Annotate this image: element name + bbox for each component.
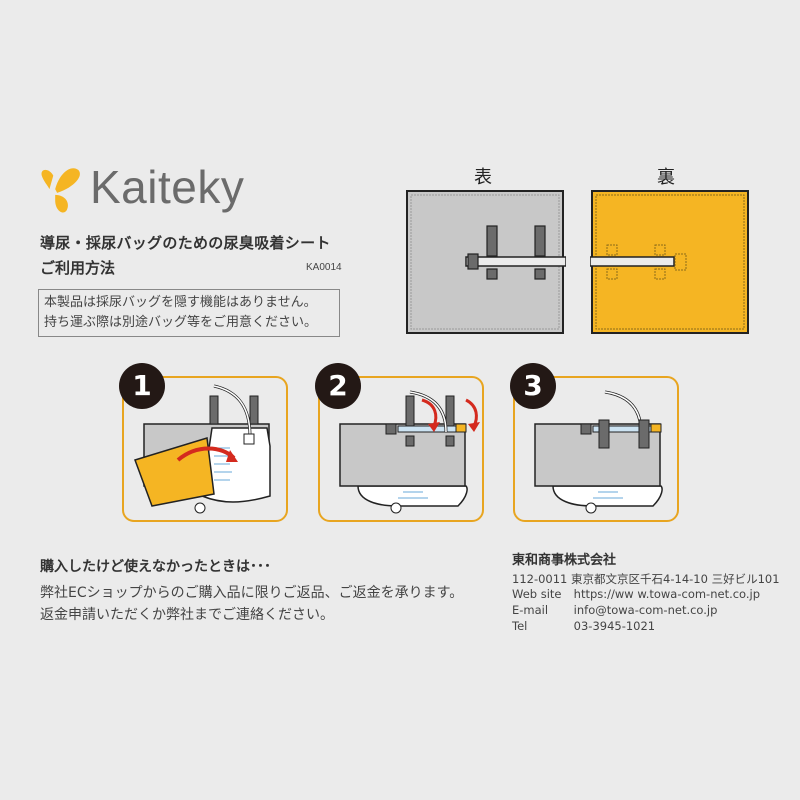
company-tel: Tel 03-3945-1021 — [512, 619, 655, 633]
back-label: 裏 — [657, 167, 675, 188]
company-email: E-mail info@towa-com-net.co.jp — [512, 603, 717, 617]
step-2-illustration — [339, 390, 480, 514]
company-website: Web site https://ww w.towa-com-net.co.jp — [512, 587, 760, 601]
returns-title: 購入したけど使えなかったときは･･･ — [40, 559, 271, 575]
notice-line: 持ち運ぶ際は別途バッグ等をご用意ください。 — [44, 315, 318, 330]
returns-body: 弊社ECショップからのご購入品に限りご返品、ご返金を承ります。 返金申請いただく… — [40, 582, 463, 626]
page-title: 導尿・採尿バッグのための尿臭吸着シート — [40, 234, 331, 252]
notice-line: 本製品は採尿バッグを隠す機能はありません。 — [44, 295, 317, 310]
brand-name: Kaiteky — [90, 161, 245, 213]
web-link[interactable]: https://ww w.towa-com-net.co.jp — [573, 587, 761, 601]
step-1-badge: 1 — [119, 363, 165, 409]
step-1-illustration — [134, 384, 271, 514]
returns-line: 返金申請いただくか弊社までご連絡ください。 — [40, 607, 334, 623]
step-2-frame — [318, 376, 484, 522]
company-address: 112-0011 東京都文京区千石4-14-10 三好ビル101 — [512, 571, 780, 587]
step-3-badge: 3 — [510, 363, 556, 409]
step-2-badge: 2 — [315, 363, 361, 409]
tel-label: Tel — [512, 619, 528, 633]
company-name: 東和商事株式会社 — [512, 553, 617, 568]
email-link[interactable]: info@towa-com-net.co.jp — [573, 603, 718, 617]
email-label: E-mail — [512, 603, 549, 617]
address: 東京都文京区千石4-14-10 三好ビル101 — [571, 572, 780, 586]
web-label: Web site — [512, 587, 562, 601]
notice-box: 本製品は採尿バッグを隠す機能はありません。 持ち運ぶ際は別途バッグ等をご用意くだ… — [38, 289, 340, 337]
postal-code: 112-0011 — [512, 572, 568, 586]
returns-line: 弊社ECショップからのご購入品に限りご返品、ご返金を承ります。 — [40, 585, 464, 601]
tel-number: 03-3945-1021 — [573, 619, 656, 633]
product-code: KA0014 — [306, 262, 342, 273]
butterfly-icon — [41, 168, 80, 213]
step-3-illustration — [534, 390, 663, 514]
front-sheet-diagram — [406, 190, 566, 334]
page-subtitle: ご利用方法 — [40, 259, 116, 277]
back-sheet-diagram — [590, 190, 749, 334]
front-label: 表 — [474, 167, 492, 188]
